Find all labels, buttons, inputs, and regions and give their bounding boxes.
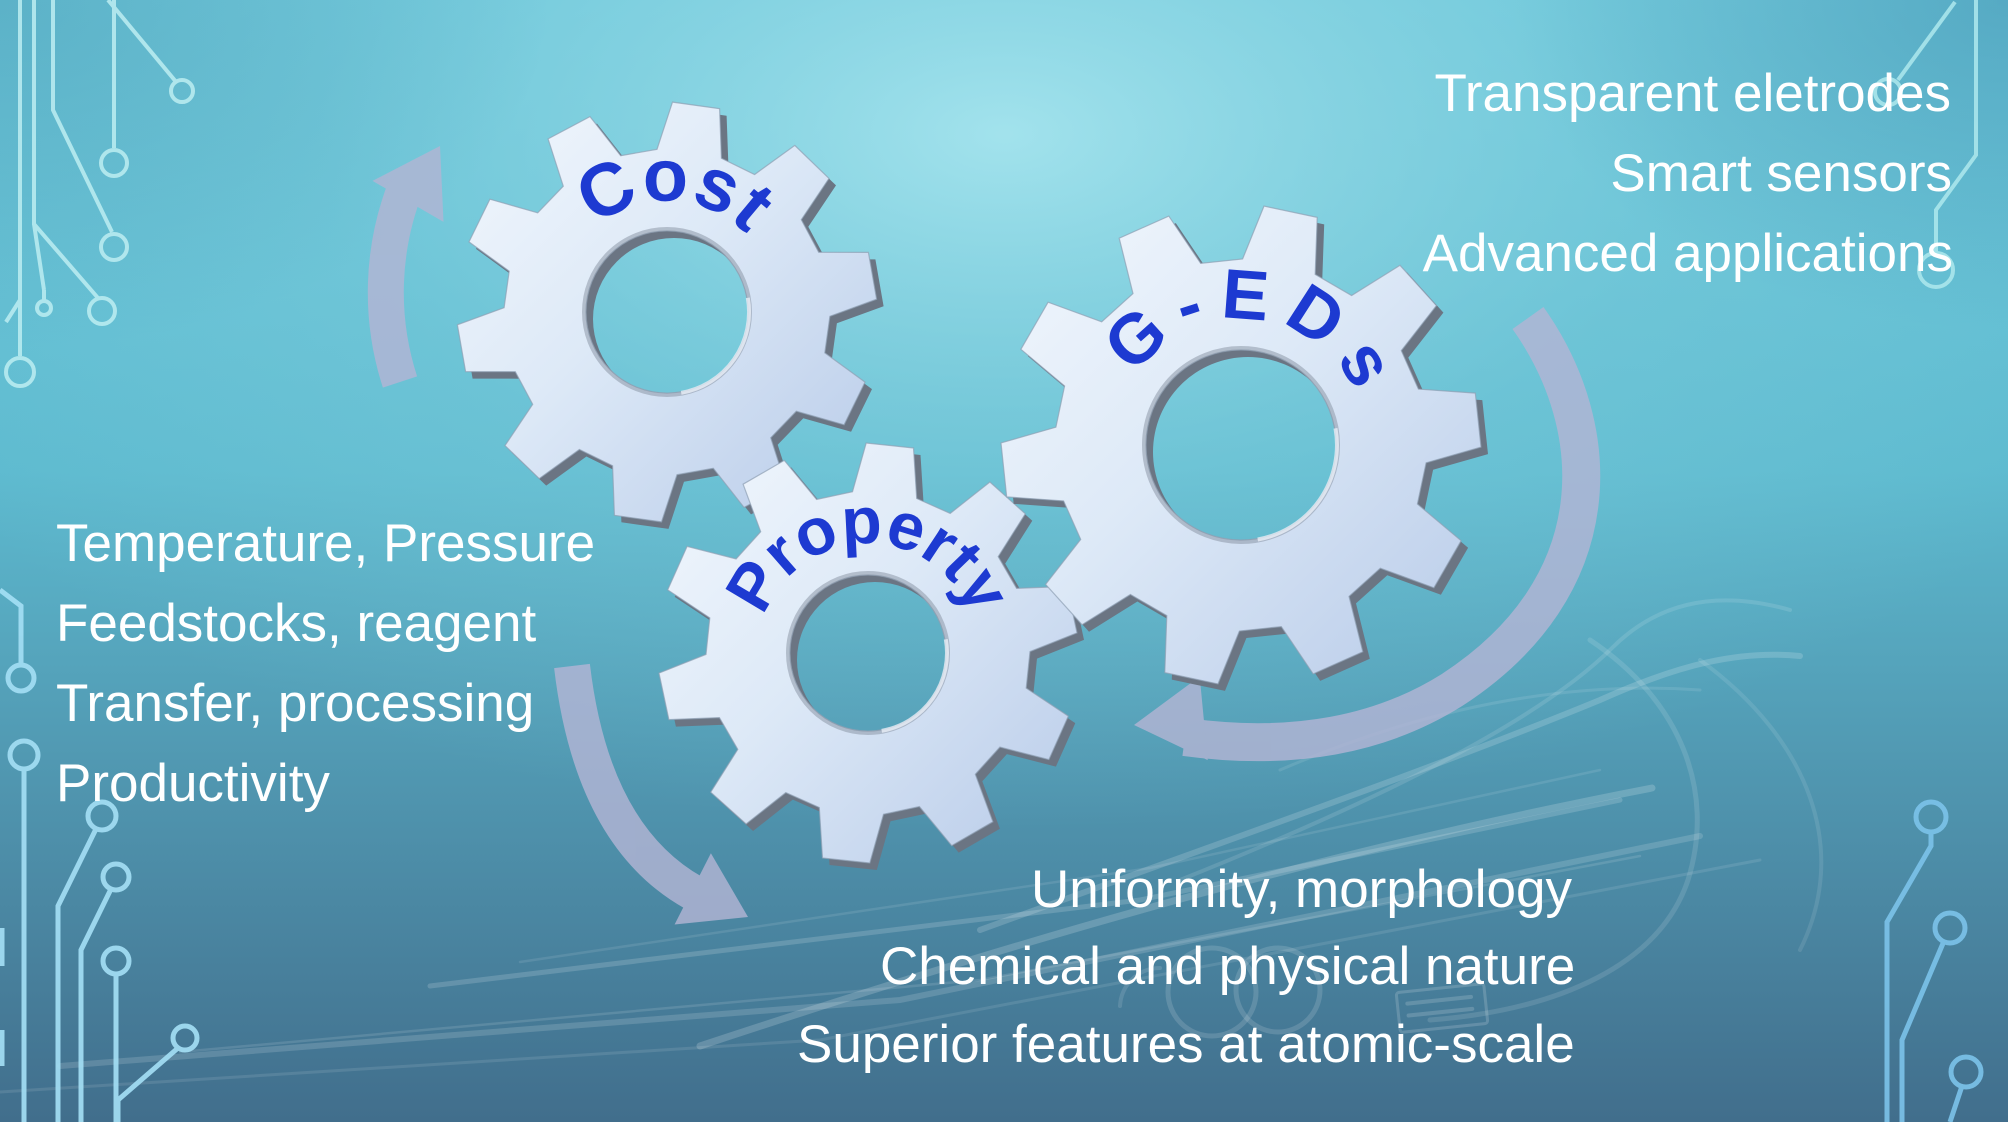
svg-text:Advanced applications: Advanced applications <box>1423 224 1953 283</box>
svg-text:Productivity: Productivity <box>56 754 330 813</box>
svg-text:Uniformity, morphology: Uniformity, morphology <box>1031 860 1572 919</box>
svg-text:Temperature, Pressure: Temperature, Pressure <box>56 514 595 573</box>
svg-text:Chemical and physical nature: Chemical and physical nature <box>880 937 1575 996</box>
svg-text:Superior features at atomic-sc: Superior features at atomic-scale <box>797 1015 1575 1074</box>
svg-text:Smart sensors: Smart sensors <box>1610 144 1952 203</box>
svg-text:Transparent eletrodes: Transparent eletrodes <box>1434 64 1951 123</box>
svg-text:Feedstocks, reagent: Feedstocks, reagent <box>56 594 536 653</box>
svg-text:Transfer, processing: Transfer, processing <box>56 674 534 733</box>
